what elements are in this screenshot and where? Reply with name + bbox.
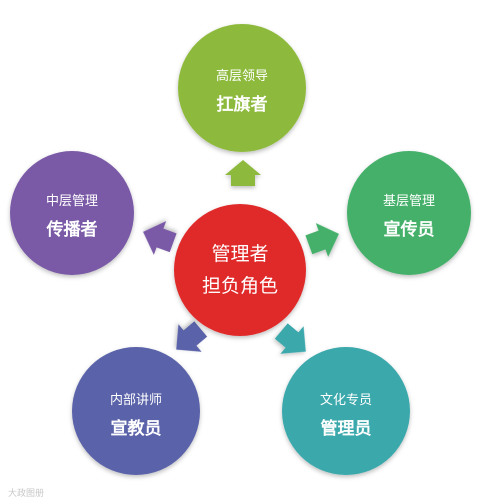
center-node-subtitle: 担负角色 [202,275,278,297]
node-bottom-left-circle [72,347,200,475]
node-bottom-left: 内部讲师 宣教员 [72,347,200,475]
arrow-left-icon [143,221,177,255]
arrow-right-icon [305,223,339,257]
node-bottom-right-title: 文化专员 [320,393,372,408]
node-right-title: 基层管理 [383,194,435,209]
watermark: 大政图册 [8,489,45,499]
node-bottom-left-title: 内部讲师 [110,392,162,408]
center-node-title: 管理者 [211,243,268,265]
node-right: 基层管理 宣传员 [347,151,471,275]
node-right-circle [347,151,471,275]
node-bottom-right-circle [282,347,410,475]
node-right-role: 宣传员 [384,219,435,240]
arrow-down-left-icon [176,321,208,352]
node-left-circle [10,151,134,275]
node-bottom-right: 文化专员 管理员 [282,347,410,475]
node-bottom-right-role: 管理员 [321,418,372,439]
arrow-up-icon [225,160,261,186]
node-bottom-left-role: 宣教员 [111,418,162,439]
center-node: 管理者 担负角色 [174,204,306,336]
node-top-title: 高层领导 [216,68,268,84]
node-top: 高层领导 扛旗者 [178,24,306,152]
node-left-title: 中层管理 [46,194,98,209]
node-top-circle [178,24,306,152]
arrows-group [143,160,339,354]
center-node-circle [174,204,306,336]
node-left: 中层管理 传播者 [10,151,134,275]
node-top-role: 扛旗者 [217,94,268,115]
node-left-role: 传播者 [46,219,98,240]
arrow-down-right-icon [274,323,306,354]
